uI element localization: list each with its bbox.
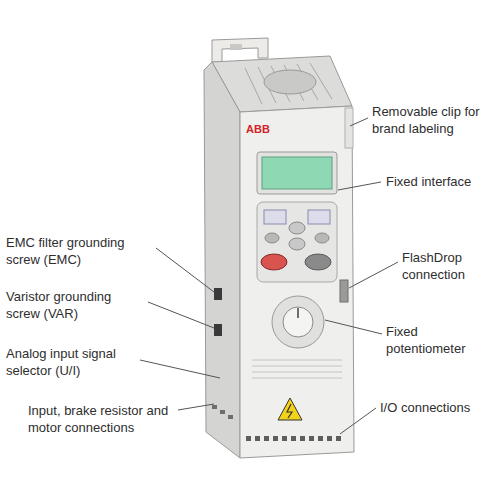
shift-key: [308, 210, 330, 224]
part-label: Input, brake resistor and motor connecti…: [28, 403, 178, 437]
brand-clip: [345, 108, 353, 148]
part-label: Fixed interface: [386, 174, 494, 191]
warning-sign: [278, 398, 302, 420]
side-key: [315, 233, 329, 243]
part-label: Varistor grounding screw (VAR): [6, 289, 148, 323]
part-label: I/O connections: [380, 400, 492, 417]
up-key: [289, 222, 305, 234]
part-label: Fixed potentiometer: [386, 324, 490, 358]
knob-mark: [297, 308, 299, 318]
part-label: Removable clip for brand labeling: [372, 104, 496, 138]
emc-screw: [214, 288, 222, 300]
stop-key: [261, 254, 287, 270]
leader-lines: [140, 118, 398, 434]
side-terminals: [212, 405, 233, 419]
clip-slot: [230, 44, 242, 50]
flashdrop-slot: [340, 280, 348, 302]
part-label: EMC filter grounding screw (EMC): [6, 235, 156, 269]
front-face: [240, 106, 354, 458]
potentiometer-ring: [272, 296, 324, 348]
part-label: Analog input signal selector (U/I): [6, 346, 156, 380]
fan-grille: [264, 70, 316, 94]
warning-bolt: [287, 404, 292, 418]
keypad: [257, 202, 337, 282]
mounting-clip: [212, 38, 268, 62]
down-key: [289, 238, 305, 250]
potentiometer-knob: [283, 307, 313, 337]
menu-key: [264, 210, 286, 224]
side-key: [265, 233, 279, 243]
start-key: [305, 254, 331, 270]
display-bezel: [257, 152, 337, 194]
side-face: [204, 62, 240, 458]
heatsink-fins: [245, 63, 332, 104]
display: [262, 157, 332, 189]
io-terminals: [246, 436, 341, 441]
vent-lines: [252, 360, 342, 378]
part-label: FlashDrop connection: [402, 250, 494, 284]
var-screw: [214, 324, 222, 336]
brand-logo: ABB: [246, 122, 286, 136]
